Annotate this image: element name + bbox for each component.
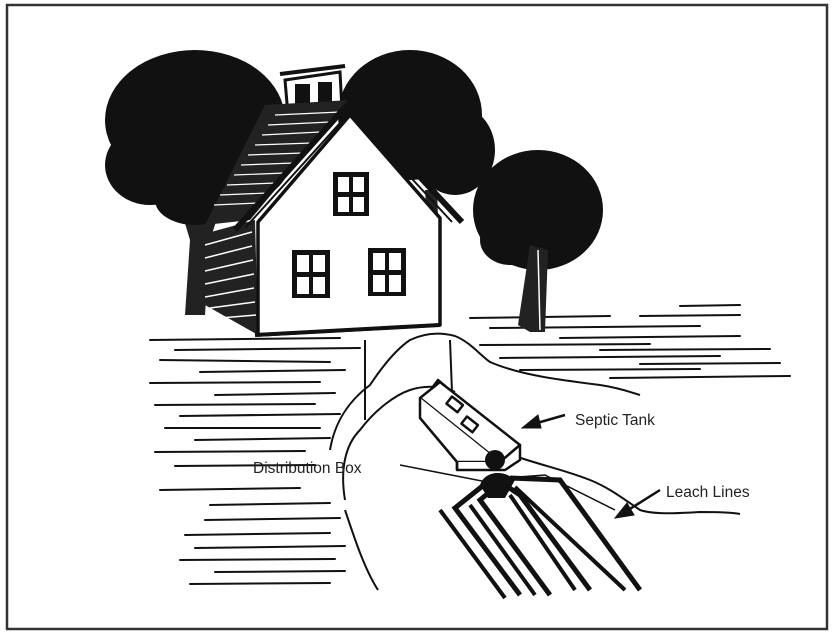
house-window-left [292, 250, 330, 298]
leach-lines-label: Leach Lines [666, 484, 750, 501]
house-window-top [333, 172, 369, 216]
house-window-right [368, 248, 406, 296]
distribution-box-label: Distribution Box [253, 460, 362, 477]
septic-tank-label: Septic Tank [575, 412, 655, 429]
